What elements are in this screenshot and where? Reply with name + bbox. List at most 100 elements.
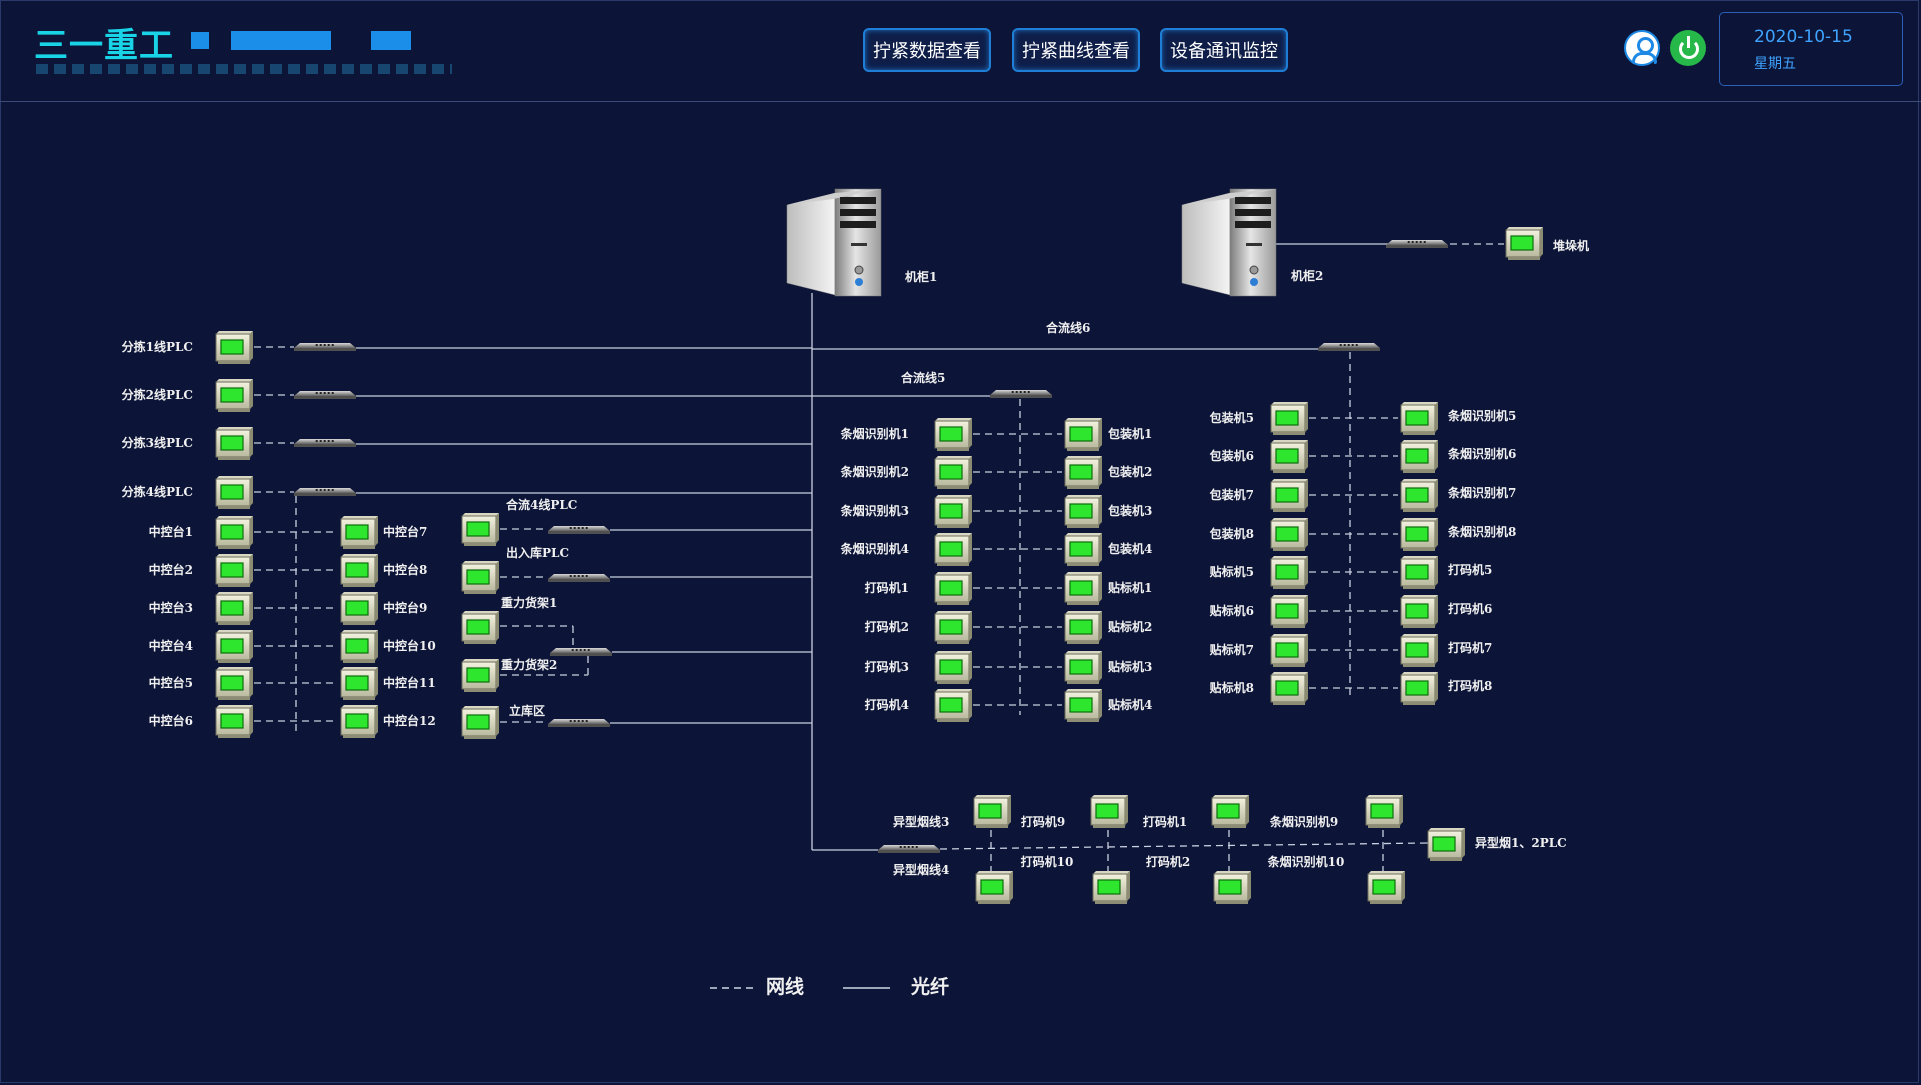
line6-right-7-monitor[interactable]: [1400, 634, 1438, 667]
console-9-monitor[interactable]: [340, 592, 378, 625]
special-bottom-label: 条烟识别机10: [1267, 854, 1345, 869]
line6-right-3-monitor[interactable]: [1400, 479, 1438, 512]
legend-network-label: 网线: [766, 975, 804, 998]
console-left-label: 中控台3: [149, 600, 193, 615]
console-12-monitor[interactable]: [340, 705, 378, 738]
console-right-label: 中控台8: [383, 562, 427, 577]
sorting-plc-1-monitor[interactable]: [215, 331, 253, 364]
mid-device-label: 出入库PLC: [506, 545, 569, 560]
special-plc-monitor[interactable]: [1427, 828, 1465, 861]
line6-left-1-monitor[interactable]: [1270, 402, 1308, 435]
line6-right-6-monitor[interactable]: [1400, 595, 1438, 628]
special-top-label: 打码机9: [1021, 814, 1065, 829]
console-11-monitor[interactable]: [340, 667, 378, 700]
sorting-plc-3-monitor[interactable]: [215, 427, 253, 460]
sorting-plc-label: 分拣4线PLC: [122, 484, 193, 499]
console-6-monitor[interactable]: [215, 705, 253, 738]
line5-right-2-monitor[interactable]: [1064, 456, 1102, 489]
line5-right-6-monitor[interactable]: [1064, 611, 1102, 644]
line5-left-1-monitor[interactable]: [934, 418, 972, 451]
header-block-2: [231, 31, 331, 50]
line5-left-3-monitor[interactable]: [934, 495, 972, 528]
line5-right-7-monitor[interactable]: [1064, 651, 1102, 684]
mid-device-3-monitor[interactable]: [461, 611, 499, 644]
console-right-label: 中控台7: [383, 524, 427, 539]
console-right-label: 中控台11: [383, 675, 436, 690]
switch-icon: [990, 390, 1052, 398]
mid-device-4-monitor[interactable]: [461, 659, 499, 692]
console-4-monitor[interactable]: [215, 630, 253, 663]
line6-right-label: 条烟识别机8: [1447, 524, 1516, 539]
special-bottom-2-monitor[interactable]: [1092, 871, 1130, 904]
special-bottom-4-monitor[interactable]: [1367, 871, 1405, 904]
line6-right-8-monitor[interactable]: [1400, 672, 1438, 705]
special-bottom-1-monitor[interactable]: [975, 871, 1013, 904]
line6-left-2-monitor[interactable]: [1270, 440, 1308, 473]
special-plc-label: 异型烟1、2PLC: [1475, 835, 1567, 850]
device-nodes: [215, 188, 1543, 904]
line5-right-8-monitor[interactable]: [1064, 689, 1102, 722]
line5-left-8-monitor[interactable]: [934, 689, 972, 722]
nav-tightening-curve-button[interactable]: 拧紧曲线查看: [1012, 28, 1140, 72]
line6-left-5-monitor[interactable]: [1270, 556, 1308, 589]
console-7-monitor[interactable]: [340, 516, 378, 549]
line6-left-7-monitor[interactable]: [1270, 634, 1308, 667]
line5-right-3-monitor[interactable]: [1064, 495, 1102, 528]
special-top-4-monitor[interactable]: [1365, 795, 1403, 828]
switch-icon: [294, 488, 356, 496]
console-left-label: 中控台1: [149, 524, 193, 539]
line6-right-label: 条烟识别机5: [1447, 408, 1516, 423]
sorting-plc-2-monitor[interactable]: [215, 379, 253, 412]
line6-left-8-monitor[interactable]: [1270, 672, 1308, 705]
line5-left-5-monitor[interactable]: [934, 572, 972, 605]
line5-left-4-monitor[interactable]: [934, 533, 972, 566]
line6-left-label: 贴标机7: [1210, 642, 1254, 657]
line6-right-5-monitor[interactable]: [1400, 556, 1438, 589]
line5-right-5-monitor[interactable]: [1064, 572, 1102, 605]
line6-right-label: 打码机6: [1448, 601, 1492, 616]
line5-left-label: 打码机1: [865, 580, 909, 595]
console-left-label: 中控台2: [149, 562, 193, 577]
line5-left-7-monitor[interactable]: [934, 651, 972, 684]
line6-left-label: 包装机7: [1209, 487, 1254, 502]
user-icon[interactable]: [1624, 30, 1660, 66]
nav-device-monitor-button[interactable]: 设备通讯监控: [1160, 28, 1288, 72]
line5-left-2-monitor[interactable]: [934, 456, 972, 489]
power-icon[interactable]: [1670, 30, 1706, 66]
server-2-label: 机柜2: [1291, 268, 1323, 283]
stacker-monitor[interactable]: [1505, 227, 1543, 260]
line6-right-2-monitor[interactable]: [1400, 440, 1438, 473]
special-bottom-3-monitor[interactable]: [1213, 871, 1251, 904]
trunk-line5-label: 合流线5: [901, 370, 945, 385]
line5-left-6-monitor[interactable]: [934, 611, 972, 644]
special-top-1-monitor[interactable]: [973, 795, 1011, 828]
date-text: 2020-10-15: [1754, 27, 1853, 47]
sorting-plc-label: 分拣1线PLC: [122, 339, 193, 354]
line5-left-label: 打码机2: [865, 619, 909, 634]
mid-device-5-monitor[interactable]: [461, 706, 499, 739]
console-2-monitor[interactable]: [215, 554, 253, 587]
special-top-3-monitor[interactable]: [1211, 795, 1249, 828]
nav-tightening-data-button[interactable]: 拧紧数据查看: [863, 28, 991, 72]
line5-right-4-monitor[interactable]: [1064, 533, 1102, 566]
console-5-monitor[interactable]: [215, 667, 253, 700]
line6-right-4-monitor[interactable]: [1400, 518, 1438, 551]
mid-device-2-monitor[interactable]: [461, 561, 499, 594]
mid-device-1-monitor[interactable]: [461, 513, 499, 546]
console-8-monitor[interactable]: [340, 554, 378, 587]
line6-left-3-monitor[interactable]: [1270, 479, 1308, 512]
sorting-plc-4-monitor[interactable]: [215, 476, 253, 509]
line6-left-4-monitor[interactable]: [1270, 518, 1308, 551]
server-cabinet-2[interactable]: [1181, 188, 1277, 297]
line6-right-1-monitor[interactable]: [1400, 402, 1438, 435]
server-cabinet-1[interactable]: [786, 188, 882, 297]
line6-left-6-monitor[interactable]: [1270, 595, 1308, 628]
console-10-monitor[interactable]: [340, 630, 378, 663]
special-top-2-monitor[interactable]: [1090, 795, 1128, 828]
console-1-monitor[interactable]: [215, 516, 253, 549]
switch-icon: [550, 648, 612, 656]
console-3-monitor[interactable]: [215, 592, 253, 625]
line5-right-1-monitor[interactable]: [1064, 418, 1102, 451]
line5-left-label: 打码机3: [865, 659, 909, 674]
